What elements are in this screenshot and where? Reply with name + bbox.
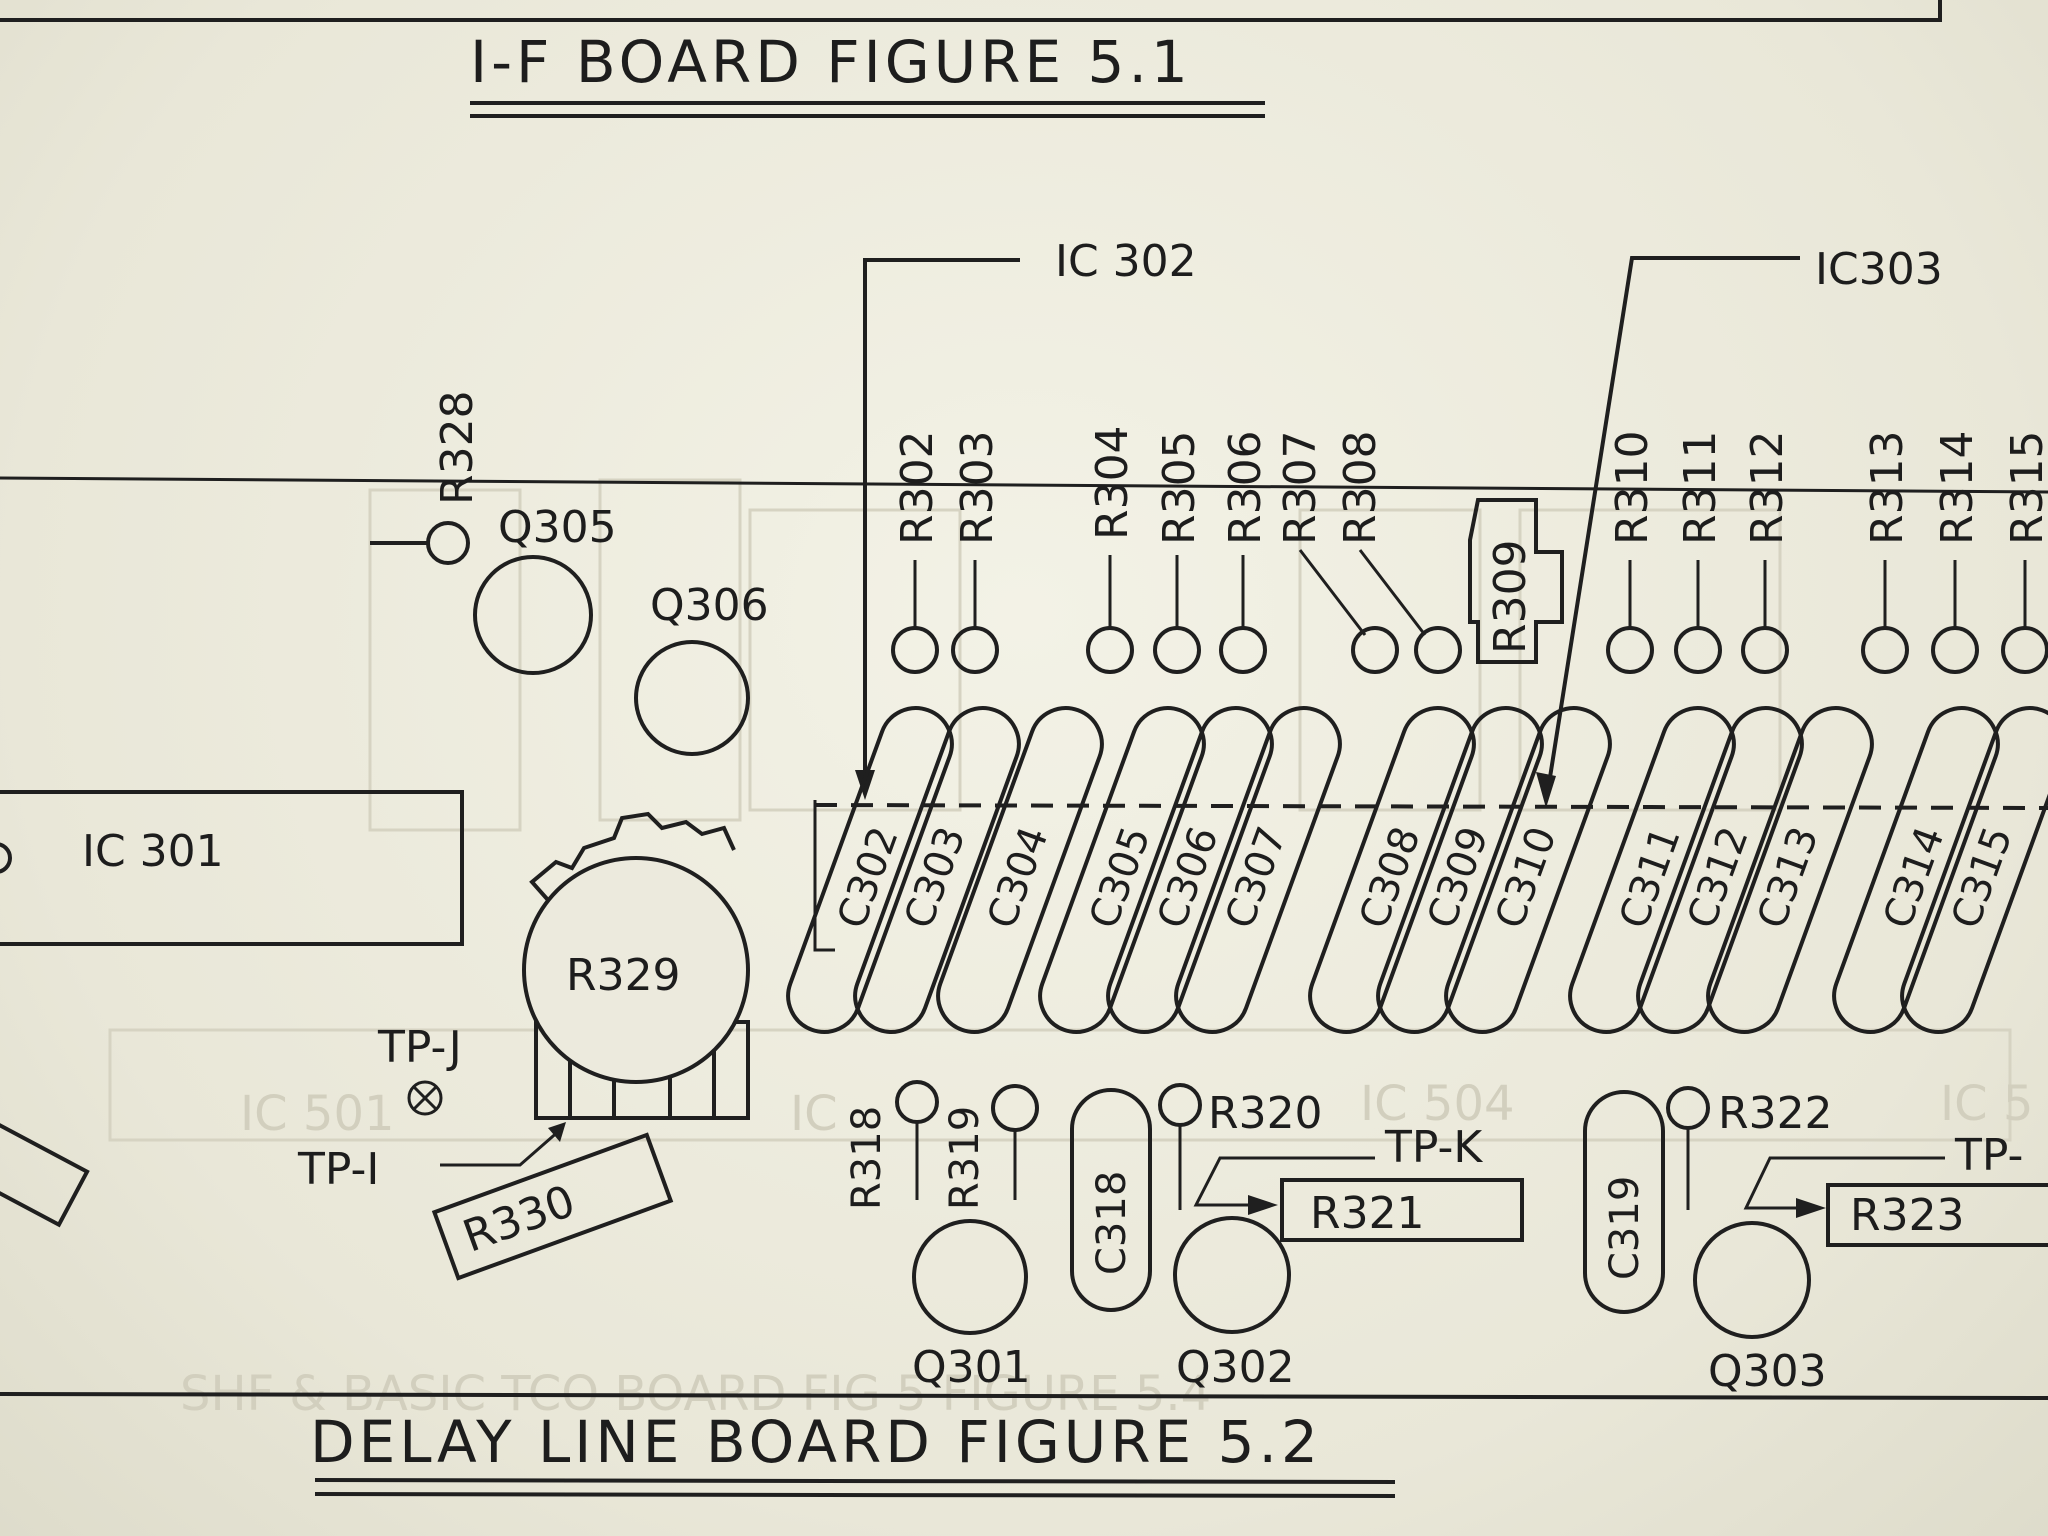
- svg-text:R322: R322: [1718, 1088, 1833, 1139]
- r305-label: R305: [1154, 430, 1205, 545]
- svg-text:C312: C312: [1679, 821, 1758, 935]
- ic303-leader: [1546, 256, 1800, 791]
- ic301-chip: IC 301: [0, 790, 464, 946]
- svg-text:R319: R319: [942, 1106, 988, 1210]
- r311-label: R311: [1675, 430, 1726, 545]
- r313-label: R313: [1862, 430, 1913, 545]
- svg-text:R328: R328: [432, 390, 483, 505]
- svg-text:TP-K: TP-K: [1384, 1122, 1483, 1173]
- r330-part: R330: [431, 1132, 674, 1281]
- svg-text:Q305: Q305: [498, 502, 617, 553]
- svg-text:C304: C304: [979, 821, 1058, 935]
- svg-text:C307: C307: [1217, 821, 1296, 935]
- q306-part: Q306: [634, 580, 769, 756]
- svg-text:R323: R323: [1850, 1190, 1965, 1241]
- r312-label: R312: [1742, 430, 1793, 545]
- svg-text:Q301: Q301: [912, 1342, 1031, 1393]
- ic302-body-edge: [813, 800, 835, 952]
- svg-text:Q306: Q306: [650, 580, 769, 631]
- left-edge-part: [0, 1112, 90, 1228]
- title-delay-line-board: DELAY LINE BOARD FIGURE 5.2: [310, 1408, 1322, 1476]
- svg-text:TP-: TP-: [1954, 1130, 2023, 1181]
- ic302-leader: [863, 258, 1020, 790]
- svg-text:TP-I: TP-I: [297, 1144, 379, 1195]
- q302-part: Q302: [1173, 1216, 1295, 1393]
- svg-text:C315: C315: [1943, 821, 2022, 935]
- r323-part: R323: [1826, 1183, 2048, 1247]
- ic303-arrow: [1536, 772, 1556, 808]
- tp-i-testpoint: TP-I: [297, 1122, 566, 1195]
- svg-text:R321: R321: [1310, 1188, 1425, 1239]
- svg-text:IC 501: IC 501: [240, 1086, 395, 1142]
- tp-j-testpoint: TP-J: [377, 1022, 462, 1116]
- svg-text:R330: R330: [457, 1176, 582, 1263]
- r309-part: R309: [1468, 498, 1564, 664]
- board-rail-line: [0, 476, 2048, 494]
- r319-part: R319: [942, 1084, 1039, 1210]
- bottom-title-underline-1: [314, 1478, 1396, 1484]
- q305-part: Q305: [473, 502, 617, 675]
- top-resistor-row: R302 R303 R304 R305 R306 R307 R308 R310 …: [891, 425, 2048, 674]
- r315-label: R315: [2002, 430, 2048, 545]
- svg-text:IC: IC: [790, 1086, 838, 1142]
- r318-part: R318: [844, 1080, 939, 1210]
- tp-partial-testpoint: TP-: [1743, 1130, 2023, 1218]
- r302-label: R302: [892, 430, 943, 545]
- r320-part: R320: [1158, 1083, 1323, 1210]
- r307-label: R307: [1275, 430, 1326, 545]
- svg-text:IC 301: IC 301: [82, 826, 224, 877]
- bottom-divider: [0, 1392, 2048, 1400]
- svg-text:Q302: Q302: [1176, 1342, 1295, 1393]
- r321-part: R321: [1280, 1178, 1524, 1242]
- bottom-title-underline-2: [314, 1492, 1396, 1498]
- svg-text:R320: R320: [1208, 1088, 1323, 1139]
- c318-part: C318: [1070, 1088, 1152, 1312]
- svg-text:IC 5: IC 5: [1940, 1076, 2033, 1132]
- r308-label: R308: [1335, 430, 1386, 545]
- r304-label: R304: [1087, 425, 1138, 540]
- r328-part: R328: [370, 390, 483, 565]
- r310-label: R310: [1607, 430, 1658, 545]
- tp-k-testpoint: TP-K: [1193, 1122, 1483, 1215]
- r314-label: R314: [1932, 430, 1983, 545]
- r322-part: R322: [1666, 1086, 1833, 1210]
- svg-text:Q303: Q303: [1708, 1346, 1827, 1397]
- svg-text:R309: R309: [1485, 539, 1536, 654]
- svg-text:R329: R329: [566, 950, 681, 1001]
- delay-line-coils: C302 C303 C304 C305 C306 C307 C308 C309: [786, 706, 2048, 1034]
- q301-part: Q301: [912, 1219, 1031, 1393]
- q303-part: Q303: [1693, 1221, 1827, 1397]
- r306-label: R306: [1220, 430, 1271, 545]
- svg-text:C318: C318: [1089, 1171, 1135, 1275]
- ic302-label: IC 302: [1055, 236, 1197, 287]
- svg-text:R318: R318: [844, 1106, 890, 1210]
- ic302-arrow: [855, 770, 875, 800]
- title-if-board: I-F BOARD FIGURE 5.1: [470, 28, 1192, 96]
- svg-text:C313: C313: [1749, 821, 1828, 935]
- r303-label: R303: [952, 430, 1003, 545]
- svg-text:C319: C319: [1602, 1176, 1648, 1280]
- ic303-label: IC303: [1815, 244, 1943, 295]
- svg-text:TP-J: TP-J: [377, 1022, 462, 1073]
- svg-text:IC 504: IC 504: [1360, 1076, 1515, 1132]
- r329-potentiometer: R329: [522, 811, 750, 1120]
- ic-dashed-outline: [814, 803, 2048, 810]
- svg-text:C310: C310: [1487, 821, 1566, 935]
- c319-part: C319: [1583, 1090, 1665, 1314]
- figure-5-1-border: [0, 0, 1942, 22]
